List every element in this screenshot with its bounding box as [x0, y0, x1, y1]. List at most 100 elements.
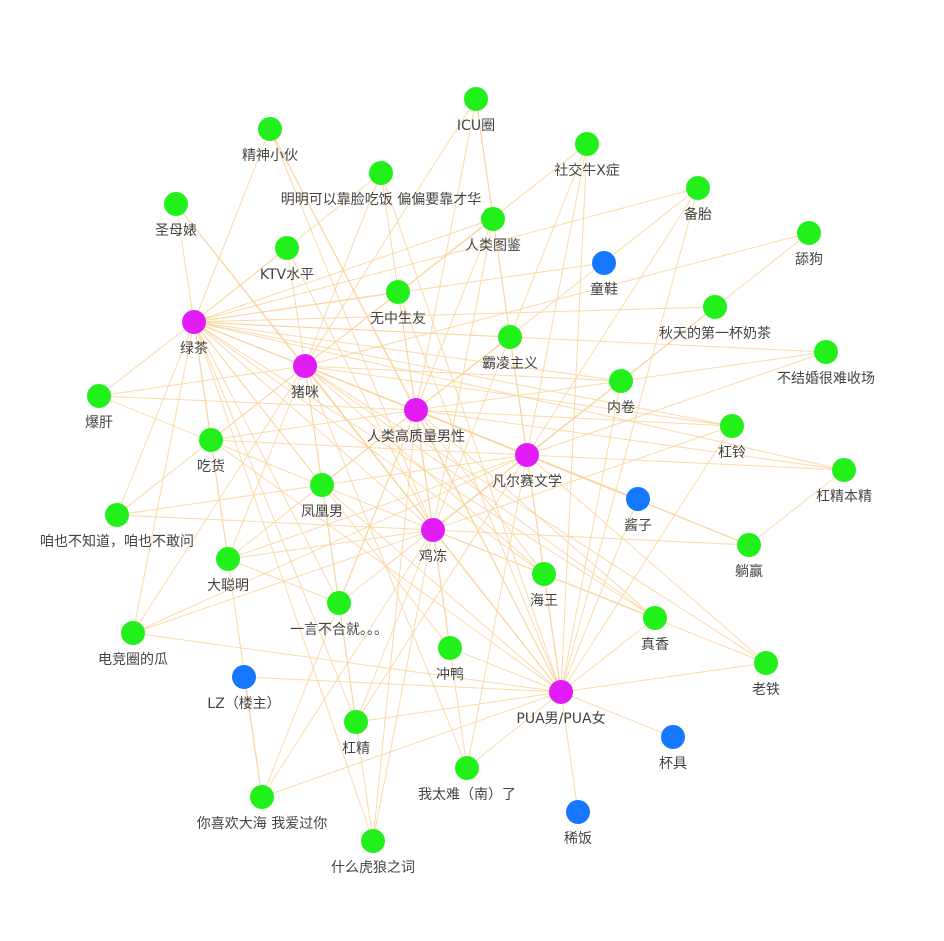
- node-circle-person[interactable]: [566, 800, 590, 824]
- graph-edge: [432, 218, 494, 531]
- node-circle-person[interactable]: [592, 251, 616, 275]
- graph-node[interactable]: 一言不合就。。。: [290, 591, 388, 638]
- node-circle-term[interactable]: [199, 428, 223, 452]
- graph-node[interactable]: 明明可以靠脸吃饭 偏偏要靠才华: [281, 161, 481, 208]
- node-circle-term[interactable]: [87, 384, 111, 408]
- node-circle-hub[interactable]: [182, 310, 206, 334]
- graph-node[interactable]: 真香: [641, 606, 669, 653]
- node-circle-term[interactable]: [703, 295, 727, 319]
- graph-node[interactable]: 内卷: [607, 369, 635, 416]
- graph-node[interactable]: 无中生友: [370, 280, 426, 327]
- node-circle-term[interactable]: [498, 325, 522, 349]
- graph-node[interactable]: 舔狗: [795, 221, 823, 268]
- graph-edge: [466, 691, 562, 769]
- graph-node[interactable]: 海王: [530, 562, 558, 609]
- node-circle-hub[interactable]: [421, 518, 445, 542]
- graph-edge: [560, 617, 656, 693]
- node-circle-person[interactable]: [626, 487, 650, 511]
- graph-node[interactable]: 冲鸭: [436, 636, 464, 683]
- graph-node[interactable]: 圣母婊: [155, 192, 197, 239]
- node-circle-term[interactable]: [464, 87, 488, 111]
- graph-node[interactable]: KTV水平: [260, 236, 314, 283]
- graph-node[interactable]: 杯具: [659, 725, 687, 772]
- node-circle-term[interactable]: [481, 207, 505, 231]
- node-circle-term[interactable]: [609, 369, 633, 393]
- node-circle-term[interactable]: [737, 533, 761, 557]
- node-circle-term[interactable]: [258, 117, 282, 141]
- node-circle-term[interactable]: [250, 785, 274, 809]
- node-circle-hub[interactable]: [549, 680, 573, 704]
- graph-node[interactable]: 凡尔赛文学: [492, 443, 562, 490]
- node-circle-term[interactable]: [369, 161, 393, 185]
- graph-node[interactable]: 秋天的第一杯奶茶: [659, 295, 771, 342]
- graph-edge: [210, 439, 562, 693]
- graph-edge: [227, 365, 306, 560]
- graph-edge: [175, 203, 562, 693]
- node-circle-term[interactable]: [386, 280, 410, 304]
- graph-node[interactable]: 什么虎狼之词: [331, 829, 415, 876]
- node-circle-term[interactable]: [720, 414, 744, 438]
- graph-node[interactable]: 鸡冻: [419, 518, 447, 565]
- node-circle-term[interactable]: [361, 829, 385, 853]
- graph-node[interactable]: 杠铃: [718, 414, 746, 461]
- graph-node[interactable]: 杠精本精: [816, 458, 872, 505]
- graph-node[interactable]: 老铁: [752, 651, 780, 698]
- graph-node[interactable]: 猪咪: [291, 354, 319, 401]
- graph-node[interactable]: 霸凌主义: [482, 325, 538, 372]
- graph-node[interactable]: PUA男/PUA女: [516, 680, 606, 727]
- node-circle-term[interactable]: [121, 621, 145, 645]
- node-circle-term[interactable]: [344, 710, 368, 734]
- graph-node[interactable]: 咱也不知道，咱也不敢问: [40, 503, 194, 550]
- node-circle-person[interactable]: [661, 725, 685, 749]
- graph-edge: [748, 469, 845, 546]
- graph-node[interactable]: 人类高质量男性: [367, 398, 465, 445]
- graph-node[interactable]: 稀饭: [564, 800, 592, 847]
- graph-node[interactable]: 吃货: [197, 428, 225, 475]
- node-circle-term[interactable]: [310, 473, 334, 497]
- graph-node[interactable]: 我太难（南）了: [418, 756, 516, 803]
- graph-node[interactable]: 大聪明: [207, 547, 249, 594]
- node-circle-term[interactable]: [686, 176, 710, 200]
- node-circle-term[interactable]: [455, 756, 479, 780]
- graph-node[interactable]: 人类图鉴: [465, 207, 521, 254]
- node-label: 人类图鉴: [465, 238, 521, 254]
- node-circle-term[interactable]: [216, 547, 240, 571]
- graph-node[interactable]: 社交牛X症: [554, 132, 620, 179]
- graph-node[interactable]: 精神小伙: [242, 117, 298, 164]
- node-circle-person[interactable]: [232, 665, 256, 689]
- node-circle-hub[interactable]: [515, 443, 539, 467]
- node-circle-term[interactable]: [532, 562, 556, 586]
- graph-node[interactable]: 躺赢: [735, 533, 763, 580]
- node-circle-term[interactable]: [105, 503, 129, 527]
- graph-edge: [98, 321, 195, 397]
- node-circle-term[interactable]: [643, 606, 667, 630]
- node-circle-term[interactable]: [814, 340, 838, 364]
- graph-node[interactable]: 凤凰男: [301, 473, 343, 520]
- node-circle-term[interactable]: [327, 591, 351, 615]
- graph-node[interactable]: 备胎: [684, 176, 712, 223]
- graph-node[interactable]: 你喜欢大海 我爱过你: [197, 785, 327, 832]
- graph-node[interactable]: 电竞圈的瓜: [98, 621, 168, 668]
- graph-node[interactable]: 童鞋: [590, 251, 618, 298]
- graph-node[interactable]: 爆肝: [85, 384, 113, 431]
- node-circle-term[interactable]: [164, 192, 188, 216]
- graph-node[interactable]: 杠精: [342, 710, 370, 757]
- node-circle-term[interactable]: [832, 458, 856, 482]
- graph-node[interactable]: 不结婚很难收场: [777, 340, 875, 387]
- node-label: 老铁: [752, 682, 780, 698]
- node-circle-term[interactable]: [797, 221, 821, 245]
- graph-edge: [560, 187, 699, 693]
- graph-node[interactable]: 绿茶: [180, 310, 208, 357]
- node-label: 我太难（南）了: [418, 787, 516, 803]
- graph-node[interactable]: LZ（楼主）: [207, 665, 281, 712]
- node-circle-hub[interactable]: [293, 354, 317, 378]
- graph-node[interactable]: 酱子: [624, 487, 652, 534]
- node-circle-term[interactable]: [275, 236, 299, 260]
- graph-edge: [286, 247, 306, 367]
- graph-node[interactable]: ICU圈: [457, 87, 495, 134]
- node-circle-term[interactable]: [754, 651, 778, 675]
- node-circle-hub[interactable]: [404, 398, 428, 422]
- node-circle-term[interactable]: [438, 636, 462, 660]
- node-circle-term[interactable]: [575, 132, 599, 156]
